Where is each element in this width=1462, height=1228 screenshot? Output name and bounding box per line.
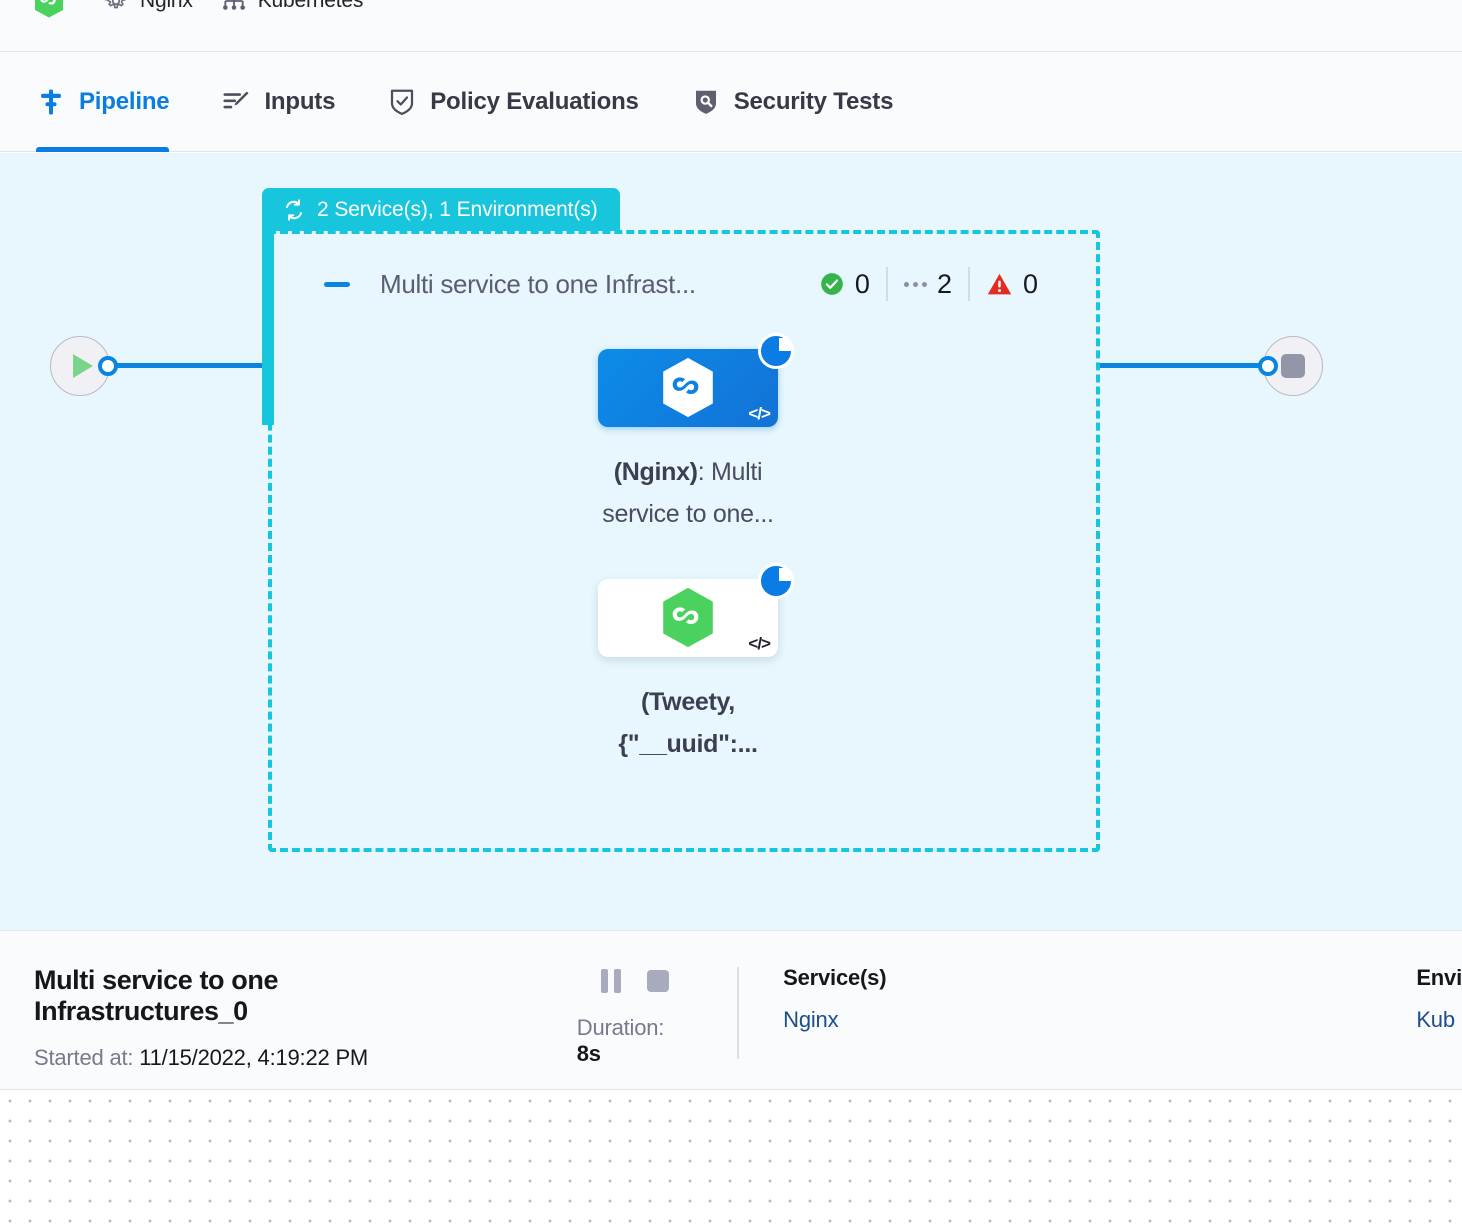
collapse-toggle-icon[interactable] — [324, 281, 350, 287]
inputs-icon — [223, 91, 249, 108]
tab-security-tests[interactable]: Security Tests — [691, 52, 918, 152]
tab-label-inputs: Inputs — [264, 87, 336, 115]
step-card-nginx[interactable]: </> — [598, 333, 794, 427]
group-header: Multi service to one Infrast... 0 2 — [324, 264, 1054, 304]
execution-controls: Duration: 8s — [577, 965, 693, 1067]
running-spinner-icon — [758, 563, 794, 599]
step-label-nginx-bold: (Nginx) — [613, 458, 698, 486]
step-label-nginx: (Nginx): Multi service to one... — [573, 451, 803, 535]
execution-title: Multi service to one Infrastructures_0 — [34, 965, 279, 1026]
execution-detail-bar: Multi service to one Infrastructures_0 S… — [0, 930, 1462, 1090]
step-label-nginx-rest: : Multi service to one... — [602, 458, 774, 528]
tab-pipeline[interactable]: Pipeline — [36, 52, 193, 152]
edge-start-to-group — [110, 363, 262, 368]
execution-duration: Duration: 8s — [577, 1015, 693, 1067]
status-counts: 0 2 0 — [803, 267, 1054, 301]
duration-label: Duration: — [576, 1015, 665, 1040]
stop-icon[interactable] — [646, 970, 669, 992]
service-group-box[interactable] — [268, 230, 1100, 852]
harness-hexagon-logo — [663, 357, 713, 418]
group-accent-rail — [262, 229, 274, 425]
breadcrumb-label-environment: Kubernetes — [257, 0, 364, 12]
end-node[interactable] — [1263, 336, 1323, 396]
started-value: 11/15/2022, 4:19:22 PM — [139, 1045, 369, 1070]
environments-heading: Envi — [1416, 965, 1462, 990]
pause-icon[interactable] — [600, 969, 621, 993]
count-success-value: 0 — [854, 268, 870, 299]
execution-started: Started at: 11/15/2022, 4:19:22 PM — [34, 1045, 495, 1071]
warning-triangle-icon — [987, 273, 1012, 294]
code-icon: </> — [748, 634, 771, 653]
tab-label-pipeline: Pipeline — [79, 87, 170, 115]
pipeline-icon — [41, 89, 61, 114]
services-meta: Service(s) Nginx — [783, 965, 886, 1033]
execution-summary: Multi service to one Infrastructures_0 S… — [34, 965, 495, 1071]
step-node-tweety[interactable]: </> (Tweety, {"__uuid":... — [598, 563, 794, 765]
gear-icon — [104, 0, 126, 9]
breadcrumb-item-project[interactable] — [34, 0, 75, 18]
step-node-nginx[interactable]: </> (Nginx): Multi service to one... — [598, 333, 794, 535]
group-badge-label: 2 Service(s), 1 Environment(s) — [317, 197, 598, 221]
pipeline-canvas[interactable]: 2 Service(s), 1 Environment(s) Multi ser… — [0, 153, 1462, 930]
tab-inputs[interactable]: Inputs — [221, 52, 359, 152]
count-failed: 0 — [967, 267, 1054, 301]
code-icon: </> — [748, 404, 771, 423]
loop-icon — [286, 198, 302, 221]
check-circle-icon — [821, 273, 843, 295]
count-pending: 2 — [885, 267, 968, 301]
start-node-port[interactable] — [98, 356, 118, 376]
tab-policy-evaluations[interactable]: Policy Evaluations — [387, 52, 662, 152]
breadcrumb: Nginx Kubernetes — [0, 0, 1462, 52]
started-label: Started at: — [34, 1045, 134, 1070]
harness-hexagon-logo — [35, 0, 63, 18]
detail-divider — [737, 967, 740, 1059]
edge-group-to-end — [1100, 363, 1266, 368]
tab-label-policy-evaluations: Policy Evaluations — [430, 87, 639, 115]
end-node-port[interactable] — [1258, 356, 1278, 376]
duration-value: 8s — [576, 1041, 601, 1066]
play-icon — [72, 354, 93, 378]
step-label-tweety: (Tweety, {"__uuid":... — [573, 681, 803, 765]
infrastructure-icon — [222, 0, 245, 10]
count-failed-value: 0 — [1022, 268, 1038, 299]
environments-meta: Envi Kub — [1416, 965, 1462, 1033]
count-success: 0 — [803, 267, 886, 301]
services-value[interactable]: Nginx — [783, 1007, 839, 1032]
environments-value[interactable]: Kub — [1416, 1007, 1455, 1032]
step-label-tweety-bold: (Tweety, {"__uuid":... — [618, 688, 758, 758]
tab-bar: Pipeline Inputs Policy Evaluations Secur… — [0, 52, 1462, 152]
canvas-dot-grid — [0, 1091, 1462, 1228]
group-badge[interactable]: 2 Service(s), 1 Environment(s) — [262, 188, 620, 231]
running-spinner-icon — [758, 333, 794, 369]
count-pending-value: 2 — [936, 268, 952, 299]
shield-scan-icon — [695, 90, 716, 114]
pending-dots-icon — [903, 281, 927, 287]
harness-hexagon-logo-green — [663, 587, 713, 648]
stop-icon — [1281, 354, 1305, 378]
breadcrumb-item-environment[interactable]: Kubernetes — [221, 0, 363, 14]
services-heading: Service(s) — [783, 965, 887, 990]
breadcrumb-label-service: Nginx — [140, 0, 193, 12]
execution-control-icons — [600, 965, 669, 997]
step-card-tweety[interactable]: </> — [598, 563, 794, 657]
breadcrumb-item-service[interactable]: Nginx — [103, 0, 193, 14]
group-title: Multi service to one Infrast... — [380, 268, 696, 299]
tab-label-security-tests: Security Tests — [733, 87, 894, 115]
shield-check-icon — [391, 89, 414, 115]
